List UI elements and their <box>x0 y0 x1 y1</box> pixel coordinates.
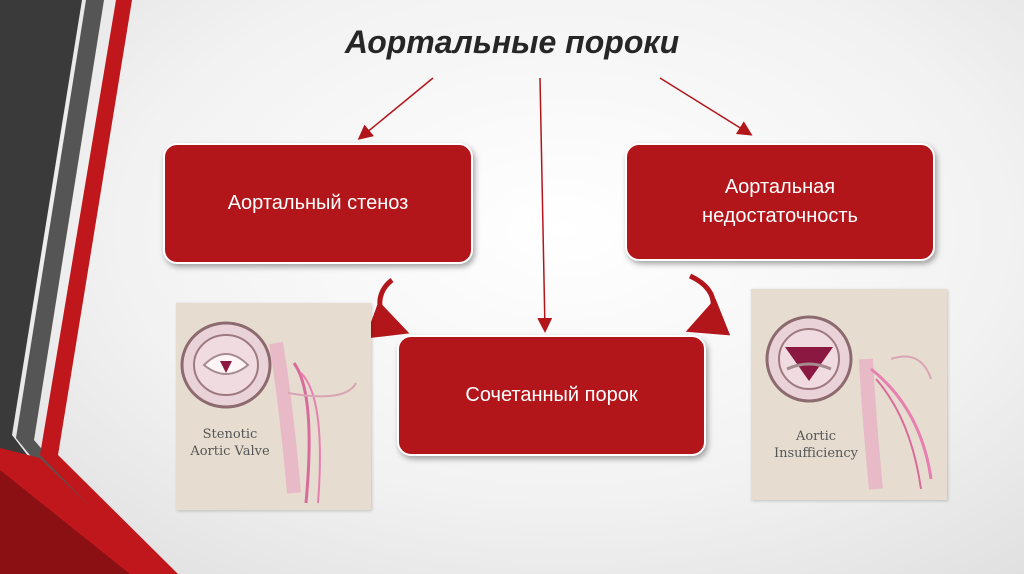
insufficiency-caption: Aortic Insufficiency <box>773 429 859 461</box>
stenotic-valve-illustration <box>180 321 357 504</box>
stenotic-valve-image: Stenotic Aortic Valve <box>176 303 371 510</box>
combined-defect-label: Сочетанный порок <box>465 384 638 406</box>
stenotic-caption: Stenotic Aortic Valve <box>190 427 270 459</box>
insufficiency-valve-illustration <box>765 315 933 490</box>
insufficiency-box: Аортальная недостаточность <box>625 143 935 261</box>
insufficiency-valve-image: Aortic Insufficiency <box>751 289 947 500</box>
page-title: Аортальные пороки <box>344 24 680 60</box>
stenosis-box: Аортальный стеноз <box>163 143 473 264</box>
combined-defect-box: Сочетанный порок <box>397 335 706 456</box>
insufficiency-label: Аортальная недостаточность <box>702 176 858 227</box>
stenosis-label: Аортальный стеноз <box>227 192 409 214</box>
